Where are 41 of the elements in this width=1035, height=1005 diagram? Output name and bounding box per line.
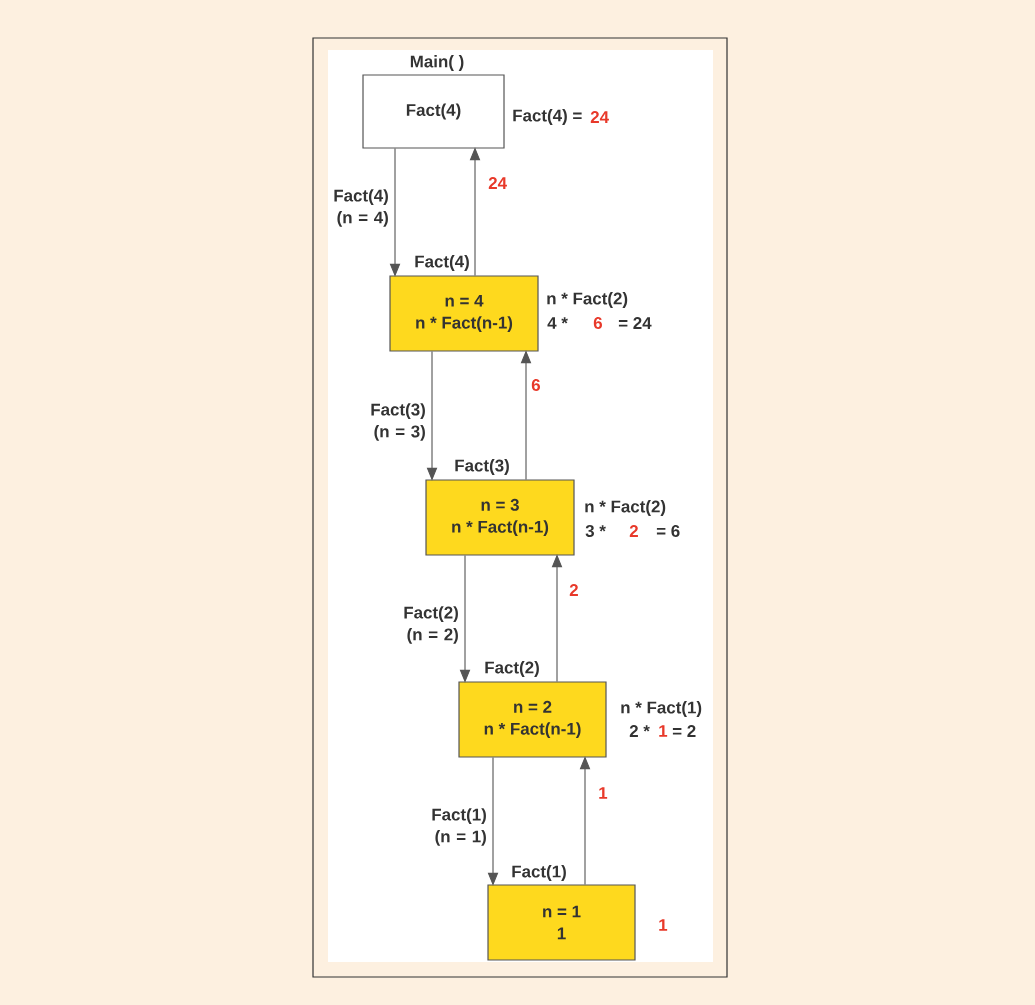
call-box: n = 4 n * Fact(n-1): [389, 275, 539, 352]
box-heading: Main( ): [410, 55, 464, 71]
return-label: 24: [488, 177, 507, 189]
arrow: [469, 148, 481, 276]
calculation-text: 2 *: [629, 725, 650, 737]
calculation-text: = 24: [618, 317, 652, 329]
return-value: 6: [593, 317, 602, 329]
arrow: [389, 148, 401, 276]
calculation-text: n * Fact(2): [547, 292, 628, 308]
calculation-text: n * Fact(2): [585, 500, 666, 516]
edge-label: Fact(4) (n = 4): [334, 189, 388, 227]
return-value: 24: [590, 111, 609, 123]
calculation-text: = 6: [656, 525, 680, 537]
edge-label: Fact(2) (n = 2): [404, 606, 458, 644]
return-value: 2: [629, 525, 638, 537]
call-box: n = 2 n * Fact(n-1): [458, 681, 607, 758]
box-heading: Fact(1): [512, 865, 566, 881]
return-value: 1: [659, 919, 668, 931]
edge-label: Fact(1) (n = 1): [432, 808, 486, 846]
return-label: 2: [569, 584, 578, 596]
box-heading: Fact(3): [455, 459, 509, 475]
arrow: [579, 757, 591, 885]
edge-label: Fact(3) (n = 3): [371, 403, 425, 441]
calculation-text: Fact(4) =: [513, 109, 582, 125]
arrow: [426, 351, 438, 480]
arrow: [551, 555, 563, 682]
call-box: n = 3 n * Fact(n-1): [425, 479, 575, 556]
calculation-text: = 2: [672, 725, 696, 737]
calculation-text: 3 *: [585, 525, 606, 537]
box-heading: Fact(4): [415, 255, 469, 271]
arrow: [459, 555, 471, 682]
return-value: 1: [659, 725, 668, 737]
return-label: 1: [599, 787, 608, 799]
arrow: [487, 757, 499, 885]
call-box: Fact(4): [362, 74, 505, 149]
box-heading: Fact(2): [485, 661, 539, 677]
arrow: [520, 351, 532, 480]
return-label: 6: [531, 379, 540, 391]
call-box: n = 1 1: [487, 884, 636, 961]
calculation-text: n * Fact(1): [621, 701, 702, 717]
calculation-text: 4 *: [547, 317, 568, 329]
